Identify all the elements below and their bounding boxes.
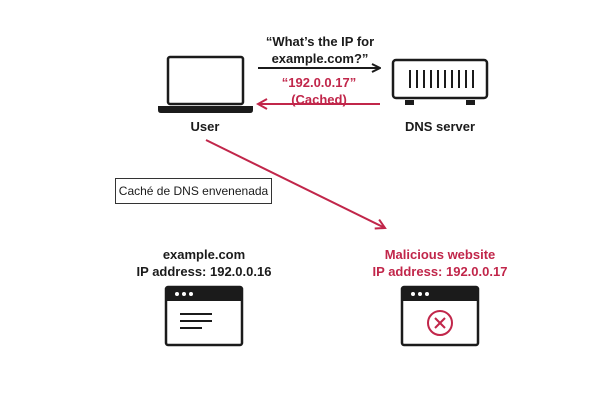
malicious-site-label: Malicious website IP address: 192.0.0.17 bbox=[360, 246, 520, 280]
query-line-1: “What’s the IP for bbox=[265, 34, 375, 49]
query-line-2: example.com?” bbox=[271, 51, 369, 66]
user-label: User bbox=[190, 119, 220, 134]
laptop-icon bbox=[158, 55, 253, 113]
browser-window-icon bbox=[164, 285, 244, 347]
legit-site-name: example.com bbox=[162, 247, 246, 262]
response-label: “192.0.0.17” (Cached) bbox=[259, 74, 379, 108]
error-x-icon bbox=[427, 310, 453, 336]
response-line-2: (Cached) bbox=[291, 92, 347, 107]
response-line-1: “192.0.0.17” bbox=[281, 75, 357, 90]
server-icon bbox=[391, 58, 489, 105]
poisoned-cache-label: Caché de DNS envenenada bbox=[115, 178, 272, 204]
redirect-arrow bbox=[205, 139, 385, 228]
legit-site-ip: IP address: 192.0.0.16 bbox=[136, 264, 272, 279]
browser-window-error-icon bbox=[400, 285, 480, 347]
malicious-site-ip: IP address: 192.0.0.17 bbox=[372, 264, 508, 279]
dns-server-label: DNS server bbox=[404, 119, 476, 134]
legit-site-label: example.com IP address: 192.0.0.16 bbox=[124, 246, 284, 280]
query-label: “What’s the IP for example.com?” bbox=[240, 33, 400, 67]
malicious-site-name: Malicious website bbox=[384, 247, 496, 262]
